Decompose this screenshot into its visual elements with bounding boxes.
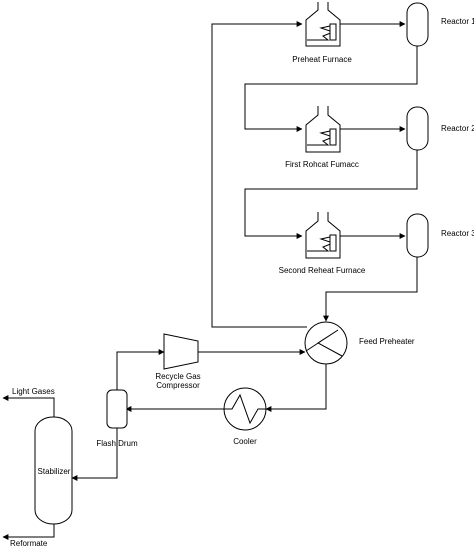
preheat-furnace-label: Preheat Furnace	[292, 55, 352, 64]
feed-to-preheat-furnace-pipe	[211, 21, 307, 328]
reformate-pipe	[2, 524, 55, 540]
cooler-icon	[223, 387, 267, 431]
feed-preheater-label: Feed Preheater	[359, 337, 415, 346]
cooler-label: Cooler	[233, 437, 257, 446]
recycle-gas-compressor-icon	[163, 333, 199, 370]
second-reheat-furnace-icon	[305, 212, 341, 259]
reactor-1-to-first-reheat-pipe	[244, 45, 418, 132]
reactor-3-vessel	[406, 213, 429, 258]
reactor-3-to-feed-preheater-pipe	[323, 257, 418, 322]
flash-drum-label: Flash Drum	[96, 439, 138, 448]
feed-preheater-to-cooler-pipe	[265, 364, 327, 412]
preheat-furnace-icon	[305, 2, 341, 47]
reactor-3-label: Reactor 3	[441, 229, 474, 238]
stabilizer-label: Stabilizer	[38, 467, 71, 476]
flash-drum-to-stabilizer-pipe	[71, 428, 118, 481]
reactor-1-label: Reactor 1	[441, 17, 474, 26]
flash-drum-vessel	[106, 389, 128, 429]
first-reheat-furnace-label: First Rohcat Fumacc	[285, 160, 359, 169]
stabilizer-column	[34, 416, 73, 525]
reactor-2-vessel	[406, 106, 429, 151]
second-reheat-furnace-label: Second Reheat Furnace	[279, 266, 366, 275]
feed-preheater-icon	[304, 321, 348, 365]
reactor-1-vessel	[406, 2, 429, 47]
recycle-gas-compressor-label-line2: Compressor	[156, 381, 200, 390]
light-gases-pipe	[2, 395, 55, 417]
first-reheat-furnace-icon	[305, 106, 341, 153]
recycle-gas-compressor-label-line1: Recycle Gas	[155, 372, 200, 381]
light-gases-label: Light Gases	[12, 387, 55, 396]
reactor-2-label: Reactor 2	[441, 124, 474, 133]
reactor-2-to-second-reheat-pipe	[244, 150, 418, 239]
reformate-label: Reformate	[10, 539, 48, 548]
flash-drum-to-compressor-pipe	[116, 349, 165, 390]
